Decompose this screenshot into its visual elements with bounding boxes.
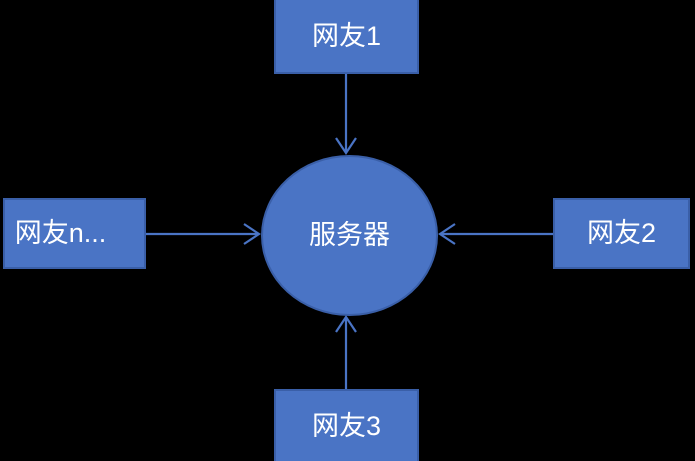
node-client-1-label: 网友1 [311, 20, 382, 51]
node-server-label: 服务器 [309, 220, 390, 250]
node-client-n-label: 网友n... [14, 218, 107, 248]
node-client-1[interactable]: 网友1 [274, 0, 419, 74]
node-client-2-label: 网友2 [586, 218, 657, 248]
arrow-left-to-server [146, 223, 261, 245]
node-client-3-label: 网友3 [311, 410, 382, 441]
node-server[interactable]: 服务器 [261, 155, 438, 316]
node-client-n[interactable]: 网友n... [3, 198, 146, 269]
node-client-3[interactable]: 网友3 [274, 389, 419, 461]
arrow-bottom-to-server [335, 315, 357, 389]
arrow-right-to-server [438, 223, 553, 245]
arrow-top-to-server [335, 74, 357, 155]
node-client-2[interactable]: 网友2 [553, 198, 690, 269]
